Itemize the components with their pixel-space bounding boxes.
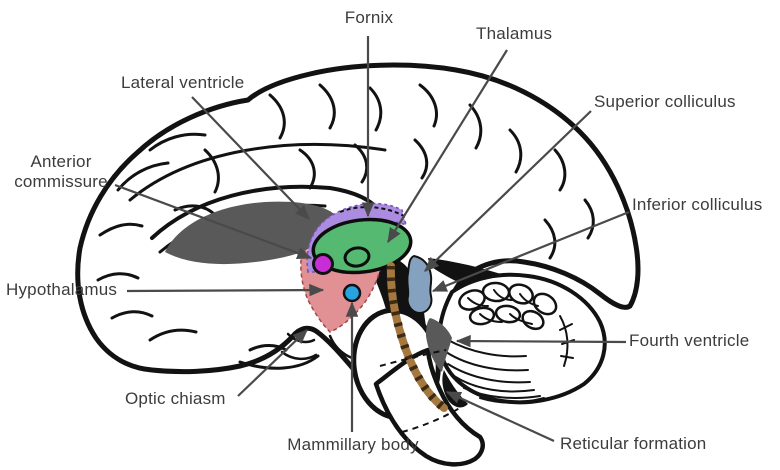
thalamus-arrow	[387, 49, 508, 244]
colliculus-region	[406, 254, 433, 315]
label-mammillary-body: Mammillary body	[287, 435, 419, 454]
label-inferior-colliculus: Inferior colliculus	[632, 195, 763, 214]
fourth-ventricle-arrow	[455, 334, 627, 348]
mammillary-body-region	[342, 283, 362, 303]
callout-arrows	[114, 36, 630, 443]
optic-chiasm-arrow	[237, 329, 308, 397]
label-fourth-ventricle: Fourth ventricle	[629, 331, 750, 350]
label-fornix: Fornix	[344, 8, 394, 27]
label-reticular-formation: Reticular formation	[560, 434, 707, 453]
hypothalamus-arrow	[126, 283, 325, 297]
label-lateral-ventricle: Lateral ventricle	[121, 73, 245, 92]
thalamus-region	[311, 217, 413, 275]
anterior-commissure-region	[312, 253, 334, 275]
lateral-ventricle-region	[165, 201, 338, 265]
medulla	[373, 347, 485, 467]
label-hypothalamus: Hypothalamus	[6, 280, 118, 299]
thalamus-dashed-boundary	[339, 206, 405, 217]
reticular-formation-arrow	[445, 390, 555, 443]
reticular-formation-path	[386, 262, 448, 412]
lateral-ventricle-arrow	[191, 96, 310, 220]
brainstem-dashed-lines	[379, 349, 467, 433]
inferior-colliculus-arrow	[431, 210, 630, 293]
label-superior-colliculus: Superior colliculus	[594, 92, 736, 111]
superior-colliculus-arrow	[424, 110, 592, 272]
anterior-commissure-arrow	[114, 183, 313, 260]
interthalamic-adhesion-outline	[343, 246, 371, 268]
label-anterior-commissure: Anterior commissure	[14, 152, 108, 192]
label-optic-chiasm: Optic chiasm	[125, 389, 226, 408]
fourth-ventricle-region	[426, 318, 452, 372]
label-thalamus: Thalamus	[476, 24, 553, 43]
